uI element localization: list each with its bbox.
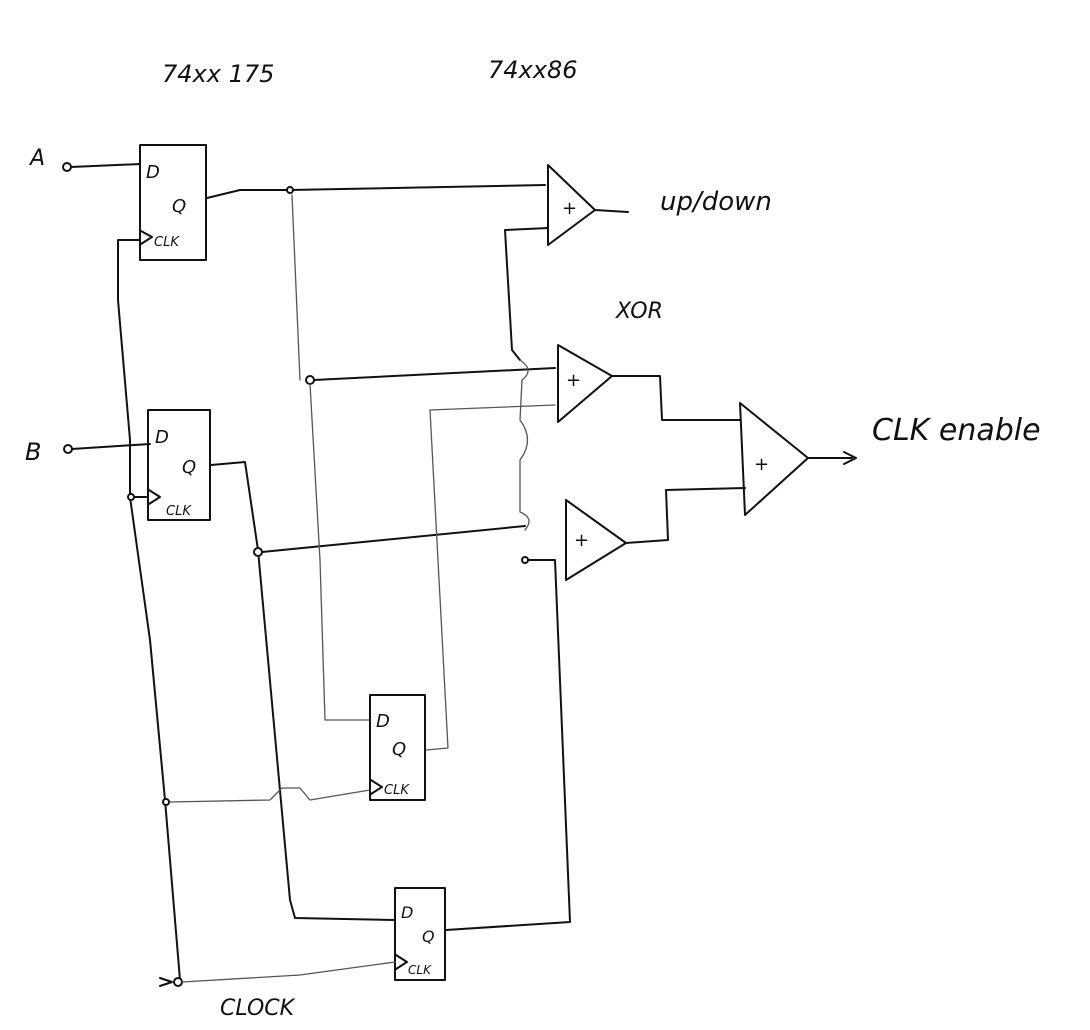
xor-gate-clk-enable-body: [739, 402, 809, 516]
wire-ff2-q: [210, 461, 396, 921]
wire-hop-upper: [519, 359, 530, 531]
flipflop-2: D Q CLK: [147, 409, 211, 521]
input-a-label: A: [28, 146, 45, 171]
input-b-label: B: [25, 438, 41, 466]
flipflop-1: D Q CLK: [139, 144, 207, 261]
flipflop-3-d-pin: D: [376, 711, 390, 732]
input-a-terminal: [62, 162, 72, 172]
input-b-terminal: [63, 444, 73, 454]
junction-ff1-q: [286, 186, 294, 194]
flipflop-chip-label: 74xx 175: [162, 60, 274, 88]
xor-gate-lower: +: [565, 499, 627, 581]
output-clk-enable-label: CLK enable: [872, 413, 1041, 448]
xor-gate-upper: +: [557, 344, 613, 423]
wire-upper-xor-output: [611, 375, 741, 421]
wire-b-to-ff2: [71, 443, 151, 450]
xor-gate-clk-enable: +: [739, 402, 809, 516]
wire-clock-to-ff4: [181, 961, 396, 983]
xor-gate-clk-enable-symbol: +: [754, 454, 769, 475]
flipflop-4-clk-pin: CLK: [408, 963, 432, 977]
xor-gate-upper-body: [557, 344, 613, 423]
wire-ff4-q-to-lower-xor: [445, 559, 571, 931]
wire-updown-output: [594, 209, 629, 213]
xor-gate-updown-symbol: +: [562, 198, 577, 219]
flipflop-3-q-pin: Q: [392, 739, 406, 760]
wire-updown-gate-lower-input: [504, 227, 549, 361]
xor-group-label: XOR: [615, 299, 663, 324]
xor-chip-label: 74xx86: [488, 56, 577, 84]
flipflop-4-body: [394, 887, 446, 981]
flipflop-4-d-pin: D: [401, 903, 413, 922]
flipflop-2-d-pin: D: [155, 427, 169, 448]
flipflop-1-d-pin: D: [146, 162, 160, 183]
flipflop-1-q-pin: Q: [172, 196, 186, 217]
junction-ff2-q: [253, 547, 263, 557]
xor-gate-updown-body: [547, 164, 596, 246]
wire-ff1-q-to-updown-gate: [206, 184, 546, 199]
flipflop-4-clk-wedge: [395, 954, 408, 970]
flipflop-2-clk-wedge: [148, 489, 161, 505]
wire-a-to-ff1: [70, 163, 141, 168]
junction-ff4-q: [521, 556, 529, 564]
flipflop-3-clk-pin: CLK: [384, 783, 410, 798]
wire-ff2-q-to-lower-xor: [261, 525, 526, 553]
junction-clock-ff2: [127, 493, 135, 501]
wire-ff1-mid-to-ff3: [309, 383, 371, 721]
wire-lower-xor-output: [625, 487, 746, 544]
flipflop-3: D Q CLK: [369, 694, 426, 801]
junction-clock-ff3: [162, 798, 170, 806]
wire-ff3-q-to-upper-xor: [425, 404, 556, 751]
output-updown-label: up/down: [660, 187, 772, 217]
clock-input-label: CLOCK: [220, 996, 296, 1021]
junction-ff1-mid: [305, 375, 315, 385]
clk-enable-arrowhead: [843, 451, 857, 465]
xor-gate-lower-symbol: +: [574, 530, 589, 551]
xor-gate-lower-body: [565, 499, 627, 581]
clock-input-terminal: [173, 977, 183, 987]
xor-gate-updown: +: [547, 164, 596, 246]
xor-gate-upper-symbol: +: [566, 370, 581, 391]
flipflop-1-clk-wedge: [140, 230, 153, 245]
wire-ff1-mid-to-upper-xor: [313, 367, 556, 381]
wire-ff1-q-down: [291, 194, 301, 381]
wire-clock-to-ff3: [169, 787, 371, 803]
flipflop-3-clk-wedge: [370, 779, 383, 795]
flipflop-2-clk-pin: CLK: [166, 504, 192, 519]
wire-clock-rail: [117, 239, 149, 498]
flipflop-2-q-pin: Q: [182, 457, 196, 478]
flipflop-1-clk-pin: CLK: [154, 235, 180, 250]
flipflop-4-q-pin: Q: [422, 927, 435, 946]
wire-clock-rail-lower: [129, 496, 181, 981]
flipflop-1-body: [139, 144, 207, 261]
clock-input-arrow: [159, 977, 173, 987]
flipflop-4: D Q CLK: [394, 887, 446, 981]
flipflop-3-body: [369, 694, 426, 801]
